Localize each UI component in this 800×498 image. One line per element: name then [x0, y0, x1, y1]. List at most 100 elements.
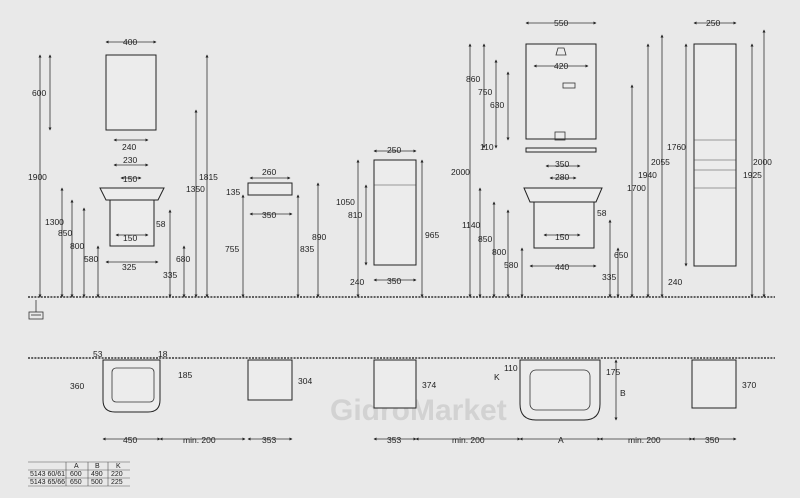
- dim-m2-630: 630: [490, 100, 504, 110]
- dim-plan-175: 175: [606, 367, 620, 377]
- plan-bowl-1: [111, 367, 155, 403]
- dim-m2-2055: 2055: [651, 157, 670, 167]
- shelf: [247, 182, 293, 196]
- dim-1350: 1350: [186, 184, 205, 194]
- dim-cab-965: 965: [425, 230, 439, 240]
- dim-m2-110: 110: [480, 142, 494, 152]
- dim-plan-185: 185: [178, 370, 192, 380]
- table-header-K: K: [116, 463, 121, 470]
- mirror-outlet: [554, 131, 566, 141]
- dim-shelf-755: 755: [225, 244, 239, 254]
- mirror-1: [105, 54, 157, 131]
- dim-m2-420: 420: [554, 61, 568, 71]
- wall-cabinet: [373, 159, 417, 266]
- dim-basin1-335: 335: [163, 270, 177, 280]
- dim-cab-250: 250: [387, 145, 401, 155]
- dim-m2-750: 750: [478, 87, 492, 97]
- dim-tall-1760: 1760: [667, 142, 686, 152]
- dim-basin1-150b: 150: [123, 233, 137, 243]
- mirror-lamp-icon: [555, 47, 567, 56]
- table-cell: 500: [91, 479, 103, 486]
- plan-shelf: [247, 359, 293, 401]
- table-cell: 600: [70, 471, 82, 478]
- mirror-2: [525, 43, 597, 140]
- watermark-text: GidroMarket: [330, 394, 507, 427]
- dim-cab-810: 810: [348, 210, 362, 220]
- dim-shelf-835: 835: [300, 244, 314, 254]
- plan-basin-2: [519, 359, 601, 421]
- dim-plan-18: 18: [158, 349, 168, 359]
- dim-basin1-800: 800: [70, 241, 84, 251]
- dim-mirror-width: 400: [123, 37, 137, 47]
- table-cell: 225: [111, 479, 123, 486]
- basin-2: [523, 187, 603, 203]
- dim-b2-58: 58: [597, 208, 607, 218]
- dim-cab-1050: 1050: [336, 197, 355, 207]
- dim-1815: 1815: [199, 172, 218, 182]
- dim-plan-min200-b: min. 200: [452, 435, 485, 445]
- dim-plan-450: 450: [123, 435, 137, 445]
- dim-basin1-680: 680: [176, 254, 190, 264]
- dim-b2-800: 800: [492, 247, 506, 257]
- dim-b2-350: 350: [555, 159, 569, 169]
- table-cell: 5143 60/61: [30, 471, 65, 478]
- dim-plan-A: A: [558, 435, 564, 445]
- vanity-1: [109, 199, 155, 247]
- dim-basin1-58: 58: [156, 219, 166, 229]
- dim-1300: 1300: [45, 217, 64, 227]
- dim-b2-850: 850: [478, 234, 492, 244]
- dim-cab-240: 240: [350, 277, 364, 287]
- basin-1: [99, 187, 165, 201]
- dim-mirror-height: 600: [32, 88, 46, 98]
- table-cell: 650: [70, 479, 82, 486]
- dim-shelf-350: 350: [262, 210, 276, 220]
- dim-b2-650: 650: [614, 250, 628, 260]
- dim-b2-1140: 1140: [462, 220, 481, 230]
- dim-plan-min200-c: min. 200: [628, 435, 661, 445]
- dim-plan-350: 350: [705, 435, 719, 445]
- dim-plan-B: B: [620, 388, 626, 398]
- floor-symbol-icon: [28, 300, 44, 320]
- plan-bowl-2: [529, 369, 591, 411]
- dim-plan-370: 370: [742, 380, 756, 390]
- dim-b2-580: 580: [504, 260, 518, 270]
- dim-mirror-offset: 240: [122, 142, 136, 152]
- dim-m2-860: 860: [466, 74, 480, 84]
- table-header-A: A: [74, 463, 79, 470]
- dim-m2-1700: 1700: [627, 183, 646, 193]
- dim-tall-2000: 2000: [753, 157, 772, 167]
- dim-plan-353-a: 353: [262, 435, 276, 445]
- dim-b2-150: 150: [555, 232, 569, 242]
- mirror-shelf: [525, 147, 597, 153]
- dim-plan-min200-a: min. 200: [183, 435, 216, 445]
- dim-basin1-150: 150: [123, 174, 137, 184]
- dim-basin1-325: 325: [122, 262, 136, 272]
- table-cell: 490: [91, 471, 103, 478]
- dim-plan-304: 304: [298, 376, 312, 386]
- dim-tall-250: 250: [706, 18, 720, 28]
- dim-plan-353-b: 353: [387, 435, 401, 445]
- dim-shelf-890: 890: [312, 232, 326, 242]
- table-cell: 220: [111, 471, 123, 478]
- dim-1900: 1900: [28, 172, 47, 182]
- dim-b2-440: 440: [555, 262, 569, 272]
- table-header-B: B: [95, 463, 100, 470]
- table-cell: 5143 65/66: [30, 479, 65, 486]
- dim-tall-240: 240: [668, 277, 682, 287]
- dim-plan-110: 110: [504, 363, 518, 373]
- dim-plan-53: 53: [93, 349, 103, 359]
- dim-shelf-135: 135: [226, 187, 240, 197]
- size-table: A B K 5143 60/61 600 490 220 5143 65/66 …: [28, 461, 130, 487]
- dim-plan-K: K: [494, 372, 500, 382]
- dim-plan-360: 360: [70, 381, 84, 391]
- dim-m2-2000: 2000: [451, 167, 470, 177]
- plan-tall-cabinet: [691, 359, 737, 409]
- vanity-2: [533, 201, 595, 249]
- plan-wall-cabinet: [373, 359, 417, 409]
- dim-tall-1925: 1925: [743, 170, 762, 180]
- dim-b2-335: 335: [602, 272, 616, 282]
- plan-basin-1: [102, 359, 161, 413]
- dim-basin1-850: 850: [58, 228, 72, 238]
